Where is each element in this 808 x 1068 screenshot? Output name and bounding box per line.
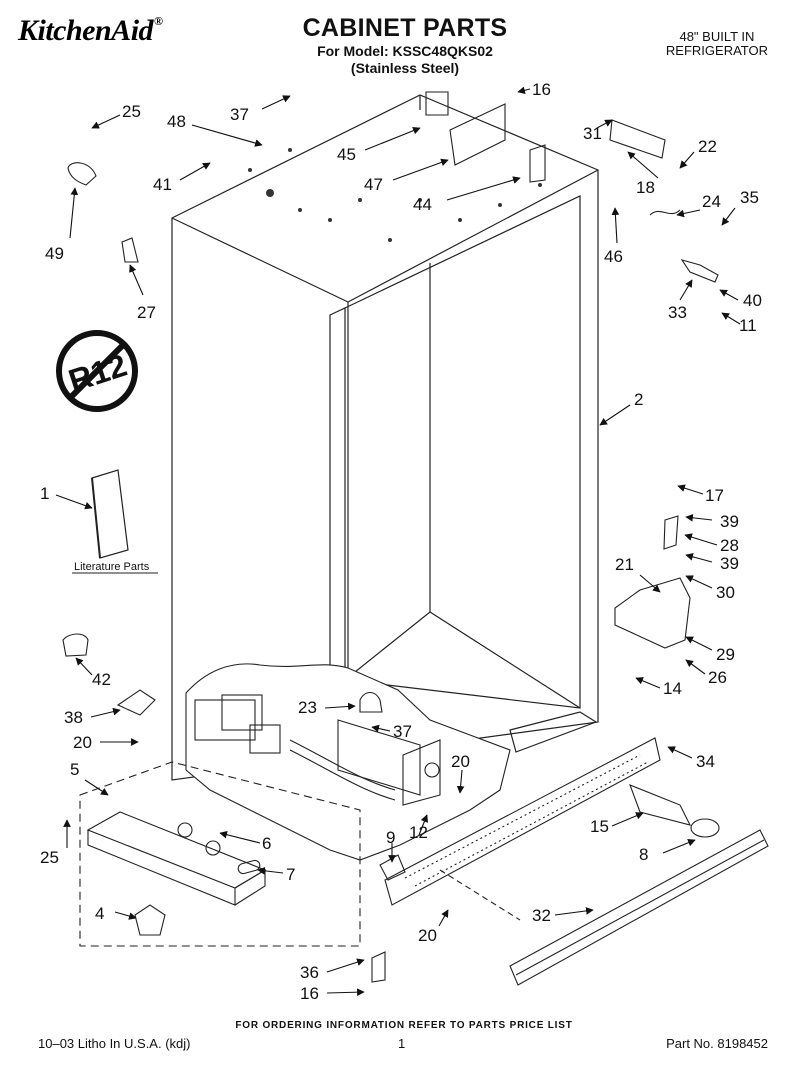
brand-logo: KitchenAid® [18, 14, 163, 48]
callout-9: 9 [386, 828, 395, 847]
cabinet-holes [248, 148, 542, 242]
part-number: Part No. 8198452 [666, 1036, 768, 1051]
callout-11: 11 [739, 316, 757, 335]
callout-27: 27 [137, 303, 156, 322]
compressor-rail-group [79, 761, 361, 947]
literature-label: Literature Parts [74, 561, 150, 573]
callout-17: 17 [705, 486, 724, 505]
callout-48: 48 [167, 112, 186, 131]
callout-21: 21 [615, 555, 634, 574]
callout-24: 24 [702, 192, 721, 211]
callout-39-upper: 39 [720, 512, 739, 531]
callout-32: 32 [532, 906, 551, 925]
callout-16-lower: 16 [300, 984, 319, 1003]
callout-42: 42 [92, 670, 111, 689]
callout-39-lower: 39 [720, 554, 739, 573]
callout-31: 31 [583, 124, 602, 143]
callout-37-lower: 37 [393, 722, 412, 741]
callout-26: 26 [708, 668, 727, 687]
callout-4: 4 [95, 904, 104, 923]
brand-name: KitchenAid [18, 14, 154, 47]
litho-line: 10–03 Litho In U.S.A. (kdj) [38, 1036, 191, 1051]
callout-49: 49 [45, 244, 64, 263]
product-type: 48" BUILT IN REFRIGERATOR [666, 30, 768, 58]
callout-45: 45 [337, 145, 356, 164]
page-number: 1 [398, 1036, 406, 1051]
small-parts [62, 91, 719, 983]
callout-22: 22 [698, 137, 717, 156]
callout-33: 33 [668, 303, 687, 322]
callout-15: 15 [590, 817, 609, 836]
callout-23: 23 [298, 698, 317, 717]
callout-35: 35 [740, 188, 759, 207]
finish-line: (Stainless Steel) [350, 60, 460, 76]
callout-29: 29 [716, 645, 735, 664]
callout-46: 46 [604, 247, 623, 266]
callout-34: 34 [696, 752, 715, 771]
callout-7: 7 [286, 865, 295, 884]
no-r12-badge: R12 [56, 330, 138, 412]
leader-lines [55, 86, 741, 997]
cabinet-shell [171, 94, 599, 781]
callout-36: 36 [300, 963, 319, 982]
callout-1: 1 [40, 484, 49, 503]
callout-28: 28 [720, 536, 739, 555]
callout-38: 38 [64, 708, 83, 727]
literature-book: Literature Parts [72, 469, 158, 574]
front-grille-group [379, 737, 769, 986]
cut-away-section [185, 663, 511, 861]
callout-14: 14 [663, 679, 682, 698]
ordering-note: FOR ORDERING INFORMATION REFER TO PARTS … [235, 1020, 573, 1031]
callout-2: 2 [634, 390, 643, 409]
callout-20-middle: 20 [451, 752, 470, 771]
callout-8: 8 [639, 845, 648, 864]
model-line: For Model: KSSC48QKS02 [317, 43, 493, 59]
callout-numbers: 25 48 37 16 31 22 45 41 47 44 18 24 35 4… [40, 80, 762, 1003]
callout-20-lower: 20 [418, 926, 437, 945]
callout-18: 18 [636, 178, 655, 197]
callout-44: 44 [413, 195, 432, 214]
product-line-2: REFRIGERATOR [665, 43, 768, 58]
callout-40: 40 [743, 291, 762, 310]
callout-37: 37 [230, 105, 249, 124]
callout-12: 12 [409, 823, 428, 842]
callout-25-lower: 25 [40, 848, 59, 867]
title-block: CABINET PARTS For Model: KSSC48QKS02 (St… [300, 14, 510, 77]
callout-5: 5 [70, 760, 79, 779]
callout-47: 47 [364, 175, 383, 194]
callout-25: 25 [122, 102, 141, 121]
callout-6: 6 [262, 834, 271, 853]
callout-16: 16 [532, 80, 551, 99]
product-line-1: 48" BUILT IN [679, 29, 755, 44]
brand-registered-mark: ® [154, 14, 163, 28]
page-title: CABINET PARTS [302, 14, 508, 42]
callout-30: 30 [716, 583, 735, 602]
callout-20-left: 20 [73, 733, 92, 752]
callout-41: 41 [153, 175, 172, 194]
